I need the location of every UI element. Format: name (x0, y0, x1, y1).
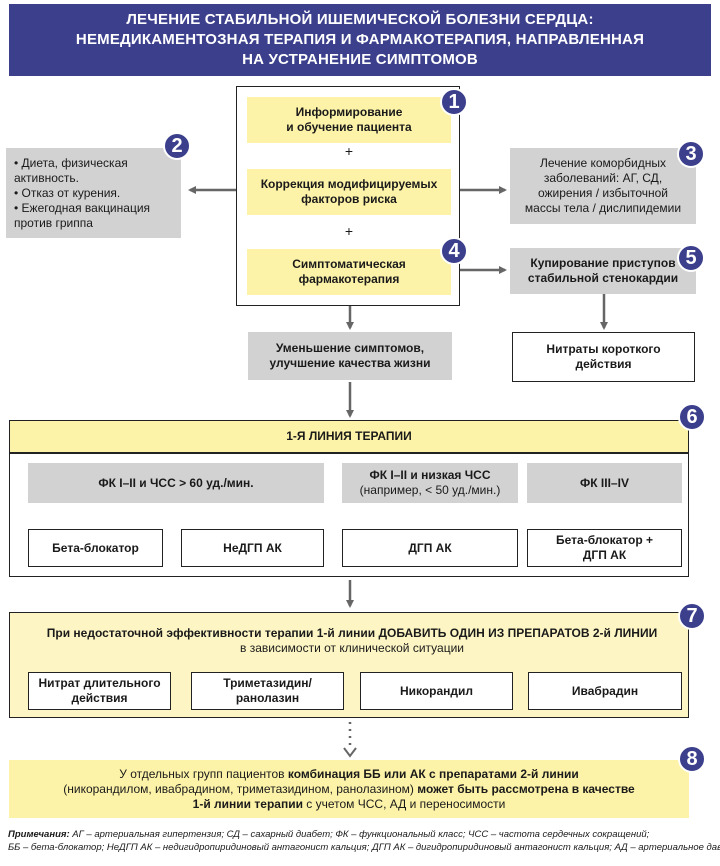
box2-line-2: факторов риска (301, 192, 397, 206)
plus-sign-1: + (344, 143, 354, 159)
comorbid-line-2: заболеваний: АГ, СД, (543, 171, 663, 185)
comorbid-line-4: массы тела / дислипидемии (524, 201, 682, 215)
drug4-line-2: ДГП АК (582, 548, 627, 562)
drug-ivabradine: Ивабрадин (528, 672, 682, 710)
condition-fk12-low-hr: ФК I–II и низкая ЧСС (например, < 50 уд.… (342, 463, 518, 503)
footnote-label: Примечания: (8, 829, 70, 840)
condition-fk34: ФК III–IV (527, 463, 682, 503)
box8-l2-b: может быть рассмотрена в качестве (417, 782, 635, 796)
second-line-header: При недостаточной эффективности терапии … (16, 626, 688, 641)
box2-line-1: Коррекция модифицируемых (260, 177, 438, 191)
step-badge-3: 3 (677, 140, 705, 168)
step-badge-7: 7 (678, 602, 706, 630)
footnote: Примечания: АГ – артериальная гипертензи… (8, 828, 720, 854)
box8-l2-a: (никорандилом, ивабрадином, триметазидин… (63, 782, 418, 796)
lifestyle-line-3: • Отказ от курения. (14, 186, 121, 200)
short-nitrates-box: Нитраты короткого действия (512, 332, 695, 382)
risk-factor-box: Коррекция модифицируемых факторов риска (247, 169, 451, 215)
lifestyle-line-1: • Диета, физическая (14, 156, 128, 170)
lifestyle-line-5: против гриппа (14, 216, 93, 230)
footnote-line-1: АГ – артериальная гипертензия; СД – саха… (69, 829, 650, 840)
lifestyle-line-2: активность. (14, 171, 80, 185)
cond2-line-2: (например, < 50 уд./мин.) (359, 483, 501, 497)
second-line-header-part-2: ДОБАВИТЬ ОДИН ИЗ ПРЕПАРАТОВ 2-й ЛИНИИ (378, 626, 658, 640)
cond2-line-1: ФК I–II и низкая ЧСС (369, 468, 491, 482)
symptomatic-therapy-box: Симптоматическая фармакотерапия (247, 249, 451, 295)
page-title: ЛЕЧЕНИЕ СТАБИЛЬНОЙ ИШЕМИЧЕСКОЙ БОЛЕЗНИ С… (9, 4, 711, 76)
sl-drug1-line-1: Нитрат длительного (38, 676, 161, 690)
first-line-header-box (9, 420, 689, 453)
box8-l3-b: с учетом ЧСС, АД и переносимости (302, 797, 506, 811)
drug-trimetazidine-ranolazine: Триметазидин/ ранолазин (191, 672, 344, 710)
drug-dhp-ccb: ДГП АК (342, 529, 518, 567)
sl-drug2-line-1: Триметазидин/ (223, 676, 312, 690)
plus-sign-2: + (344, 223, 354, 239)
combination-note-text: У отдельных групп пациентов комбинация Б… (9, 767, 689, 812)
first-line-header: 1-Я ЛИНИЯ ТЕРАПИИ (286, 429, 412, 443)
box8-l3-a: 1-й линии терапии (192, 797, 303, 811)
step-badge-4: 4 (440, 237, 468, 265)
angina-line-1: Купирование приступов (530, 256, 676, 270)
combination-note-box (9, 760, 689, 818)
box8-l1-b: комбинация ББ или АК с препаратами 2-й л… (287, 767, 579, 781)
nitrates-line-1: Нитраты короткого (546, 342, 661, 356)
step-badge-2: 2 (163, 132, 191, 160)
outcome-box: Уменьшение симптомов, улучшение качества… (248, 332, 452, 380)
drug-non-dhp-ccb: НеДГП АК (181, 529, 324, 567)
angina-relief-box: Купирование приступов стабильной стенока… (510, 248, 696, 294)
footnote-line-2: ББ – бета-блокатор; НеДГП АК – недигидро… (8, 842, 720, 853)
title-line-1: ЛЕЧЕНИЕ СТАБИЛЬНОЙ ИШЕМИЧЕСКОЙ БОЛЕЗНИ С… (126, 11, 594, 28)
patient-education-box: Информирование и обучение пациента (247, 97, 451, 143)
lifestyle-line-4: • Ежегодная вакцинация (14, 201, 151, 215)
outcome-line-1: Уменьшение симптомов, (275, 341, 425, 355)
step-badge-8: 8 (678, 745, 706, 773)
nitrates-line-2: действия (575, 357, 632, 371)
comorbid-line-1: Лечение коморбидных (540, 156, 666, 170)
box8-l1-a: У отдельных групп пациентов (119, 767, 288, 781)
box4-line-2: фармакотерапия (298, 272, 400, 286)
step-badge-6: 6 (678, 403, 706, 431)
sl-drug2-line-2: ранолазин (235, 691, 300, 705)
condition-fk12-high-hr: ФК I–II и ЧСС > 60 уд./мин. (28, 463, 324, 503)
step-badge-5: 5 (677, 244, 705, 272)
title-line-3: НА УСТРАНЕНИЕ СИМПТОМОВ (242, 51, 478, 68)
comorbid-line-3: ожирения / избыточной (537, 186, 669, 200)
drug4-line-1: Бета-блокатор + (556, 533, 653, 547)
comorbidity-box: Лечение коморбидных заболеваний: АГ, СД,… (510, 148, 696, 224)
drug-long-nitrate: Нитрат длительного действия (28, 672, 171, 710)
angina-line-2: стабильной стенокардии (527, 271, 679, 285)
second-line-subheader: в зависимости от клинической ситуации (240, 641, 464, 655)
box1-line-1: Информирование (295, 105, 403, 119)
box1-line-2: и обучение пациента (286, 120, 412, 134)
step-badge-1: 1 (440, 88, 468, 116)
outcome-line-2: улучшение качества жизни (269, 356, 431, 370)
lifestyle-box: • Диета, физическая активность. • Отказ … (6, 148, 181, 238)
drug-bb-plus-dhp: Бета-блокатор + ДГП АК (527, 529, 682, 567)
second-line-header-part-1: При недостаточной эффективности терапии … (46, 626, 379, 640)
box4-line-1: Симптоматическая (292, 257, 406, 271)
title-line-2: НЕМЕДИКАМЕНТОЗНАЯ ТЕРАПИЯ И ФАРМАКОТЕРАП… (75, 31, 645, 48)
drug-nicorandil: Никорандил (360, 672, 513, 710)
sl-drug1-line-2: действия (71, 691, 128, 705)
drug-beta-blocker: Бета-блокатор (28, 529, 163, 567)
